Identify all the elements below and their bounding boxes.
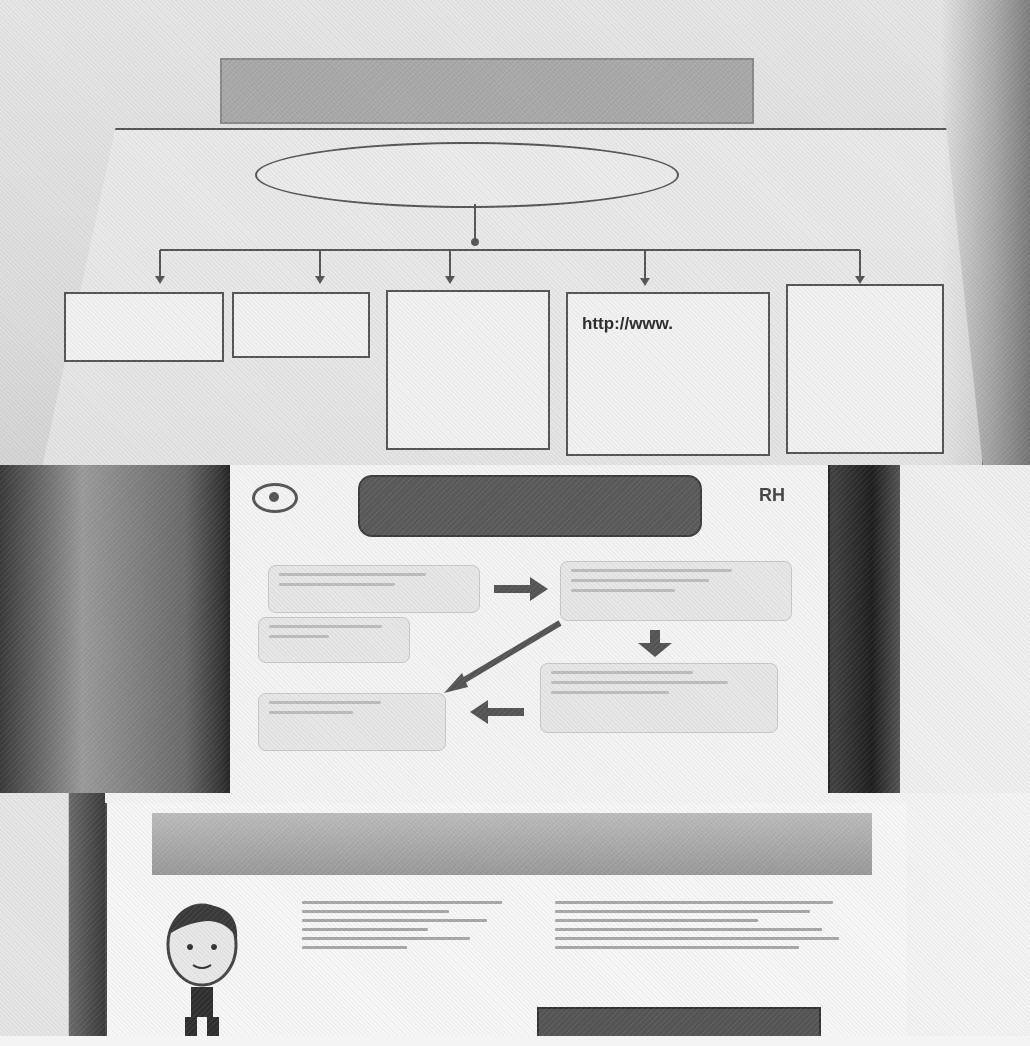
flow-box-1	[268, 565, 480, 613]
flow-slide: RH	[230, 465, 828, 795]
flow-box-2	[258, 617, 410, 663]
flow-box-4	[540, 663, 778, 733]
left-logo-icon	[252, 483, 298, 513]
org-box-5	[786, 284, 944, 454]
org-box-2	[232, 292, 370, 358]
chart-title-banner	[220, 58, 754, 124]
right-logo-icon: RH	[759, 485, 785, 505]
avatar-icon	[166, 903, 238, 1041]
left-margin	[0, 793, 105, 1046]
profile-slide	[105, 803, 907, 1046]
slide-photo-2	[0, 793, 1030, 1046]
org-box-4: http://www.	[566, 292, 770, 456]
org-box-3	[386, 290, 550, 450]
org-box-4-line-2: http://www.	[582, 314, 673, 333]
profile-text-right	[555, 895, 845, 955]
profile-slide-title	[152, 813, 872, 875]
flow-box-5	[258, 693, 446, 751]
flow-arrows	[444, 577, 672, 724]
edge-shadow	[830, 465, 900, 805]
org-connectors	[155, 204, 865, 286]
profile-text-left	[302, 895, 512, 955]
slide-photo-1: RH	[0, 465, 1030, 805]
org-box-1	[64, 292, 224, 362]
slide-header	[358, 475, 702, 537]
page-bottom-strip	[0, 1036, 1030, 1046]
right-margin	[900, 465, 1030, 805]
org-root-node	[255, 142, 679, 208]
flow-box-3	[560, 561, 792, 621]
